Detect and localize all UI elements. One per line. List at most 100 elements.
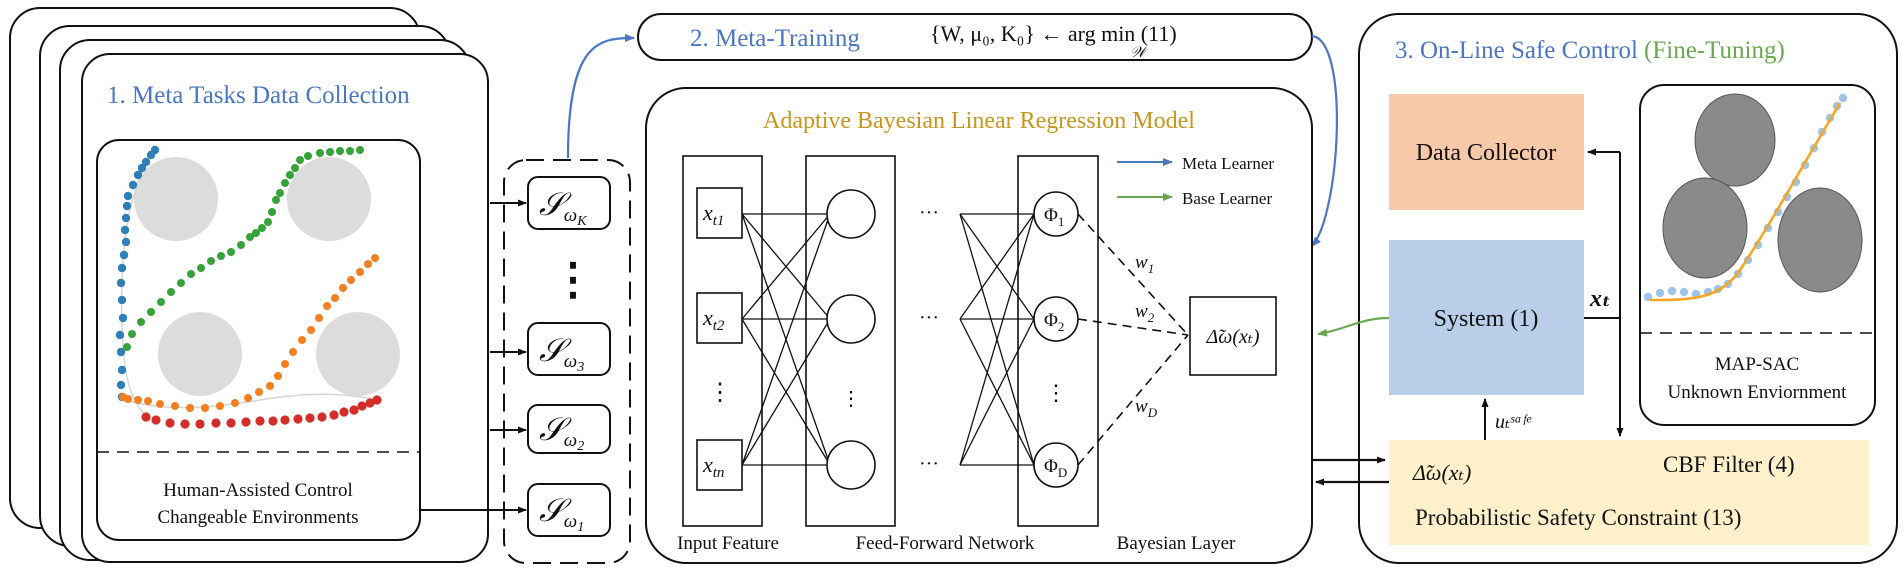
datasets-ellipsis: ⋮	[551, 255, 595, 304]
cbf-filter-label: CBF Filter (4)	[1663, 452, 1795, 477]
input-1-sub: t1	[713, 213, 725, 229]
trajectory-point	[266, 382, 274, 390]
system-box	[1389, 240, 1584, 395]
trajectory-point	[115, 330, 125, 340]
trajectory-point	[315, 314, 323, 322]
map-path-points	[1643, 93, 1848, 302]
weight-d: w	[1135, 396, 1148, 417]
trajectory-point	[286, 171, 294, 179]
trajectory-point	[151, 415, 161, 425]
trajectory-point	[347, 276, 355, 284]
trajectory-point	[141, 157, 151, 167]
trajectory-point	[123, 343, 131, 351]
trajectory-point	[117, 295, 127, 305]
trajectory-point	[147, 308, 155, 316]
prob-constraint-label: Probabilistic Safety Constraint (13)	[1415, 505, 1741, 530]
cbf-filter-box	[1389, 440, 1869, 545]
input-n-sub: tn	[713, 465, 725, 481]
dataset-k-sub: ω	[564, 205, 577, 226]
trajectory-point	[293, 414, 303, 424]
trajectory-point	[134, 396, 142, 404]
trajectory-point	[255, 388, 263, 396]
trajectory-point	[276, 189, 284, 197]
layer-dots-3: ···	[919, 453, 939, 475]
trajectory-point	[157, 298, 165, 306]
weight-d-sub: D	[1147, 405, 1158, 420]
meta-training-bar: 2. Meta-Training {W, μ₀, K₀} ← arg min (…	[637, 13, 1313, 61]
system-label: System (1)	[1434, 306, 1539, 332]
phi-1-sub: 1	[1058, 214, 1065, 229]
weight-connections	[1077, 213, 1189, 466]
trajectory-point	[120, 225, 130, 235]
label-bayesian-layer: Bayesian Layer	[1117, 533, 1236, 554]
trajectory-point	[195, 419, 205, 429]
phi-2-sub: 2	[1058, 319, 1065, 334]
dataset-box-1[interactable]: 𝒮ω1	[527, 483, 611, 537]
phi-node-1: Φ1	[1033, 191, 1079, 237]
trajectory-point	[241, 417, 251, 427]
trajectory-point	[156, 400, 164, 408]
dataset-1-sub: ω	[564, 511, 577, 532]
svg-text:w2: w2	[1135, 301, 1155, 325]
trajectory-point	[141, 412, 151, 422]
trajectory-point	[118, 313, 128, 323]
weight-2: w	[1135, 301, 1148, 322]
dataset-box-3[interactable]: 𝒮ω3	[527, 322, 611, 376]
dataset-k-subsub: K	[576, 214, 587, 229]
phi-node-d: ΦD	[1033, 442, 1079, 488]
obstacle	[287, 157, 371, 241]
phi-d-symbol: Φ	[1044, 456, 1058, 477]
trajectory-point	[371, 254, 379, 262]
weight-2-sub: 2	[1148, 310, 1155, 325]
trajectory-point	[197, 264, 205, 272]
phi-1-symbol: Φ	[1044, 205, 1058, 226]
trajectory-point	[216, 402, 224, 410]
trajectory-point	[356, 268, 364, 276]
trajectory-point	[349, 405, 359, 415]
trajectory-point	[323, 302, 331, 310]
input-n-x: x	[702, 452, 713, 477]
trajectory-point	[165, 418, 175, 428]
data-collector-box	[1389, 94, 1584, 210]
trajectory-point	[339, 407, 349, 417]
obstacle	[134, 157, 218, 241]
trajectory-point	[268, 208, 276, 216]
trajectory-point	[237, 241, 245, 249]
svg-text:w1: w1	[1135, 252, 1154, 276]
trajectory-point	[117, 263, 127, 273]
input-1-x: x	[702, 200, 713, 225]
caption-line1: Human-Assisted Control	[163, 480, 352, 501]
trajectory-point	[119, 393, 127, 401]
phi-node-2: Φ2	[1033, 296, 1079, 342]
trajectory-point	[372, 395, 382, 405]
base-learner-arrow	[1317, 316, 1390, 337]
trajectory-point	[291, 164, 299, 172]
input-node-1: xt1	[696, 187, 743, 239]
mapsac-line1: MAP-SAC	[1715, 354, 1799, 375]
trajectory-point	[116, 380, 126, 390]
input-2-sub: t2	[713, 318, 725, 334]
trajectory-point	[365, 398, 375, 408]
trajectory-point	[258, 224, 266, 232]
svg-text:xt2: xt2	[702, 305, 725, 334]
trajectory-point	[133, 170, 143, 180]
dataset-box-2[interactable]: 𝒮ω2	[527, 404, 611, 454]
datasets-dashed-box	[503, 159, 631, 564]
label-input-feature: Input Feature	[677, 533, 779, 554]
u-safe-label: uₜˢᵃᶠᵉ	[1495, 411, 1532, 433]
trajectory-point	[331, 294, 339, 302]
trajectory-point	[117, 365, 127, 375]
trajectory-point	[207, 257, 215, 265]
trajectory-point	[186, 404, 194, 412]
trajectory-point	[252, 229, 260, 237]
phi-ellipsis: ⋮	[1045, 380, 1067, 405]
hidden-ellipsis: ⋮	[841, 388, 861, 410]
trajectory-point	[255, 416, 265, 426]
svg-text:wD: wD	[1135, 396, 1158, 420]
weight-1-sub: 1	[1148, 261, 1155, 276]
dataset-box-k[interactable]: 𝒮ωK	[527, 176, 611, 230]
trajectory-point	[307, 326, 315, 334]
trajectory-point	[226, 418, 236, 428]
trajectory-point	[281, 360, 289, 368]
